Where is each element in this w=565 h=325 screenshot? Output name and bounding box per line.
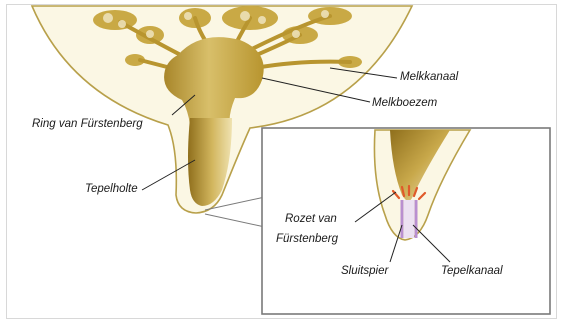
label-melkboezem: Melkboezem xyxy=(372,97,438,109)
label-rozet-line2: Fürstenberg xyxy=(276,233,339,245)
label-ring-van-furstenberg: Ring van Fürstenberg xyxy=(32,118,143,130)
label-rozet-line1: Rozet van xyxy=(285,213,337,225)
label-sluitspier: Sluitspier xyxy=(341,265,389,277)
teat-canal xyxy=(404,200,414,238)
label-melkkanaal: Melkkanaal xyxy=(400,71,459,83)
zoom-line-bottom xyxy=(205,214,265,227)
label-tepelkanaal: Tepelkanaal xyxy=(441,265,503,277)
teat-cistern xyxy=(188,118,232,206)
label-tepelholte: Tepelholte xyxy=(85,183,138,195)
